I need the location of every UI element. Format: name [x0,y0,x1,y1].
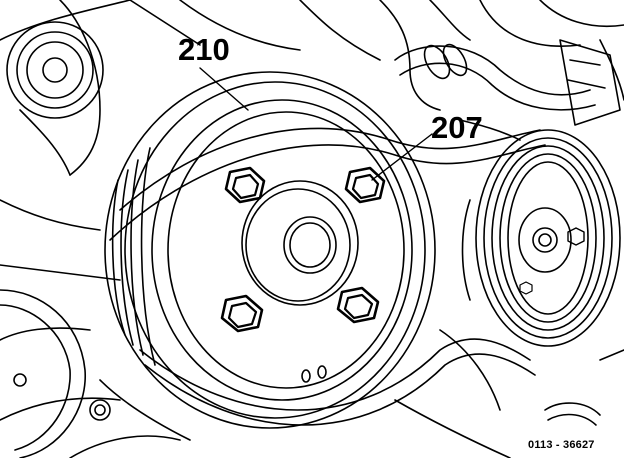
reference-code: 0113 - 36627 [528,439,595,451]
bolt-top-left [224,166,266,204]
vibration-damper-pulley [104,71,436,429]
hex-bolts [220,166,386,333]
leader-line-207 [371,133,433,181]
left-idler-pulley [6,21,104,119]
bolt-bottom-left [220,294,264,333]
leader-lines [199,67,433,181]
callout-label-210: 210 [178,32,230,67]
right-accessory-pulley [475,129,621,347]
bolt-bottom-right [336,286,380,324]
bolt-top-right [344,166,386,204]
coolant-hose [394,39,621,126]
callout-label-207: 207 [431,110,483,145]
leader-line-210 [199,67,249,111]
crankshaft-hub [241,180,359,306]
left-lower-pulley [0,289,111,458]
tensioner-part [544,349,624,426]
